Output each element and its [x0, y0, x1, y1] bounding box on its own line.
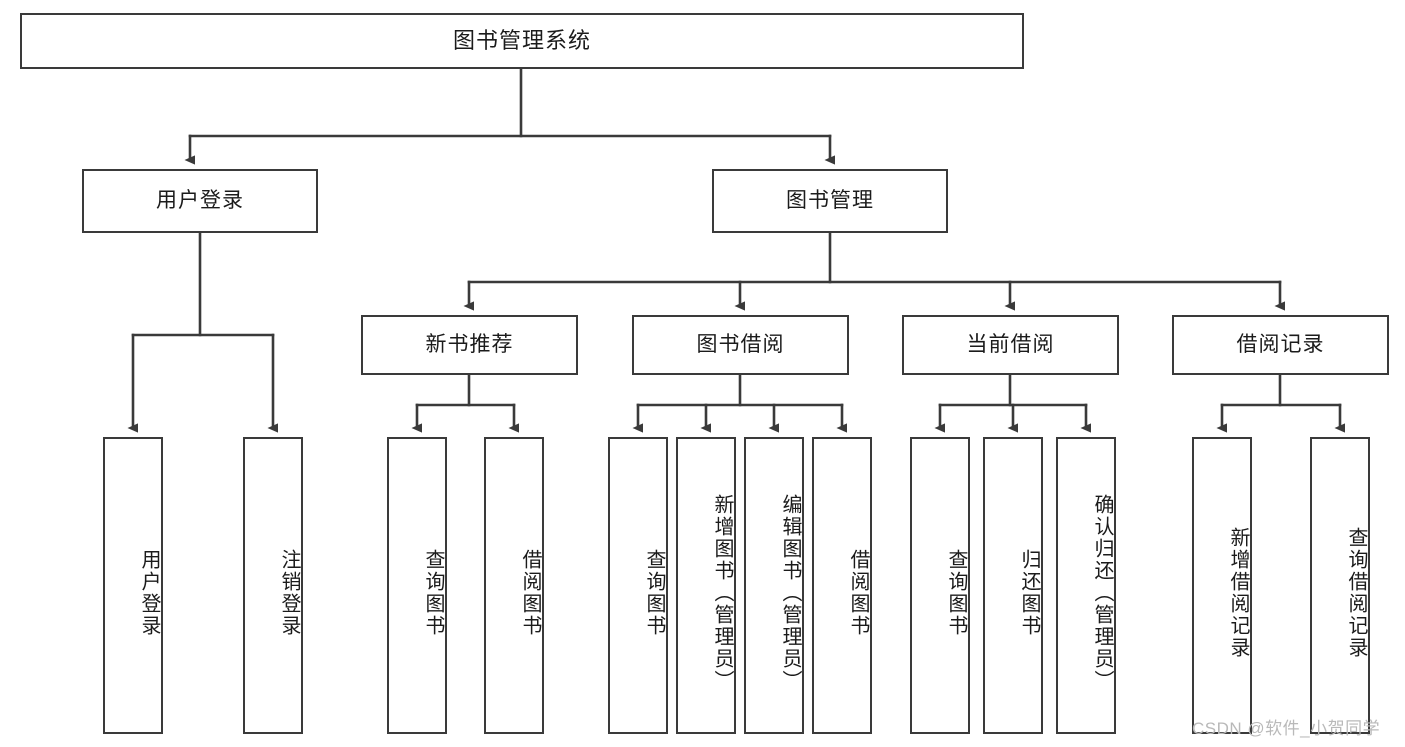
node-label: 注销登录: [278, 548, 300, 637]
node-label: 查询图书: [422, 548, 444, 637]
node-book-borrow[interactable]: 图书借阅: [632, 315, 849, 375]
node-leaf-user-logout[interactable]: 注销登录: [243, 437, 303, 734]
node-label: 查询图书: [945, 548, 967, 637]
node-leaf-user-login[interactable]: 用户登录: [103, 437, 163, 734]
node-borrow-record[interactable]: 借阅记录: [1172, 315, 1389, 375]
watermark-label: CSDN @软件_小贺同学: [1192, 719, 1381, 738]
node-label: 归还图书: [1018, 548, 1040, 637]
node-label: 新增借阅记录: [1227, 526, 1249, 659]
node-label: 新书推荐: [425, 333, 514, 357]
node-leaf-edit-book[interactable]: 编辑图书（管理员）: [744, 437, 804, 734]
node-leaf-borrow-book[interactable]: 借阅图书: [812, 437, 872, 734]
node-leaf-query-book-recommend[interactable]: 查询图书: [387, 437, 447, 734]
node-label: 查询图书: [643, 548, 665, 637]
node-label: 图书管理: [786, 189, 874, 213]
node-label: 用户登录: [138, 548, 160, 637]
node-root-system[interactable]: 图书管理系统: [20, 13, 1024, 69]
node-label: 新增图书（管理员）: [711, 493, 733, 692]
node-label: 当前借阅: [966, 333, 1055, 357]
node-leaf-confirm-return[interactable]: 确认归还（管理员）: [1056, 437, 1116, 734]
node-label: 借阅图书: [847, 548, 869, 637]
node-leaf-query-book-current[interactable]: 查询图书: [910, 437, 970, 734]
node-new-book-recommend[interactable]: 新书推荐: [361, 315, 578, 375]
node-label: 借阅图书: [519, 548, 541, 637]
node-label: 确认归还（管理员）: [1091, 493, 1113, 692]
node-leaf-query-book-borrow[interactable]: 查询图书: [608, 437, 668, 734]
node-book-manage[interactable]: 图书管理: [712, 169, 948, 233]
node-leaf-borrow-book-recommend[interactable]: 借阅图书: [484, 437, 544, 734]
node-current-borrow[interactable]: 当前借阅: [902, 315, 1119, 375]
node-label: 用户登录: [156, 189, 244, 213]
node-label: 编辑图书（管理员）: [779, 493, 801, 692]
node-user-login[interactable]: 用户登录: [82, 169, 318, 233]
node-leaf-return-book[interactable]: 归还图书: [983, 437, 1043, 734]
node-label: 借阅记录: [1236, 333, 1325, 357]
node-leaf-add-book[interactable]: 新增图书（管理员）: [676, 437, 736, 734]
node-leaf-query-borrow-record[interactable]: 查询借阅记录: [1310, 437, 1370, 734]
node-label: 查询借阅记录: [1345, 526, 1367, 659]
node-leaf-add-borrow-record[interactable]: 新增借阅记录: [1192, 437, 1252, 734]
node-label: 图书借阅: [696, 333, 785, 357]
node-label: 图书管理系统: [452, 27, 591, 53]
